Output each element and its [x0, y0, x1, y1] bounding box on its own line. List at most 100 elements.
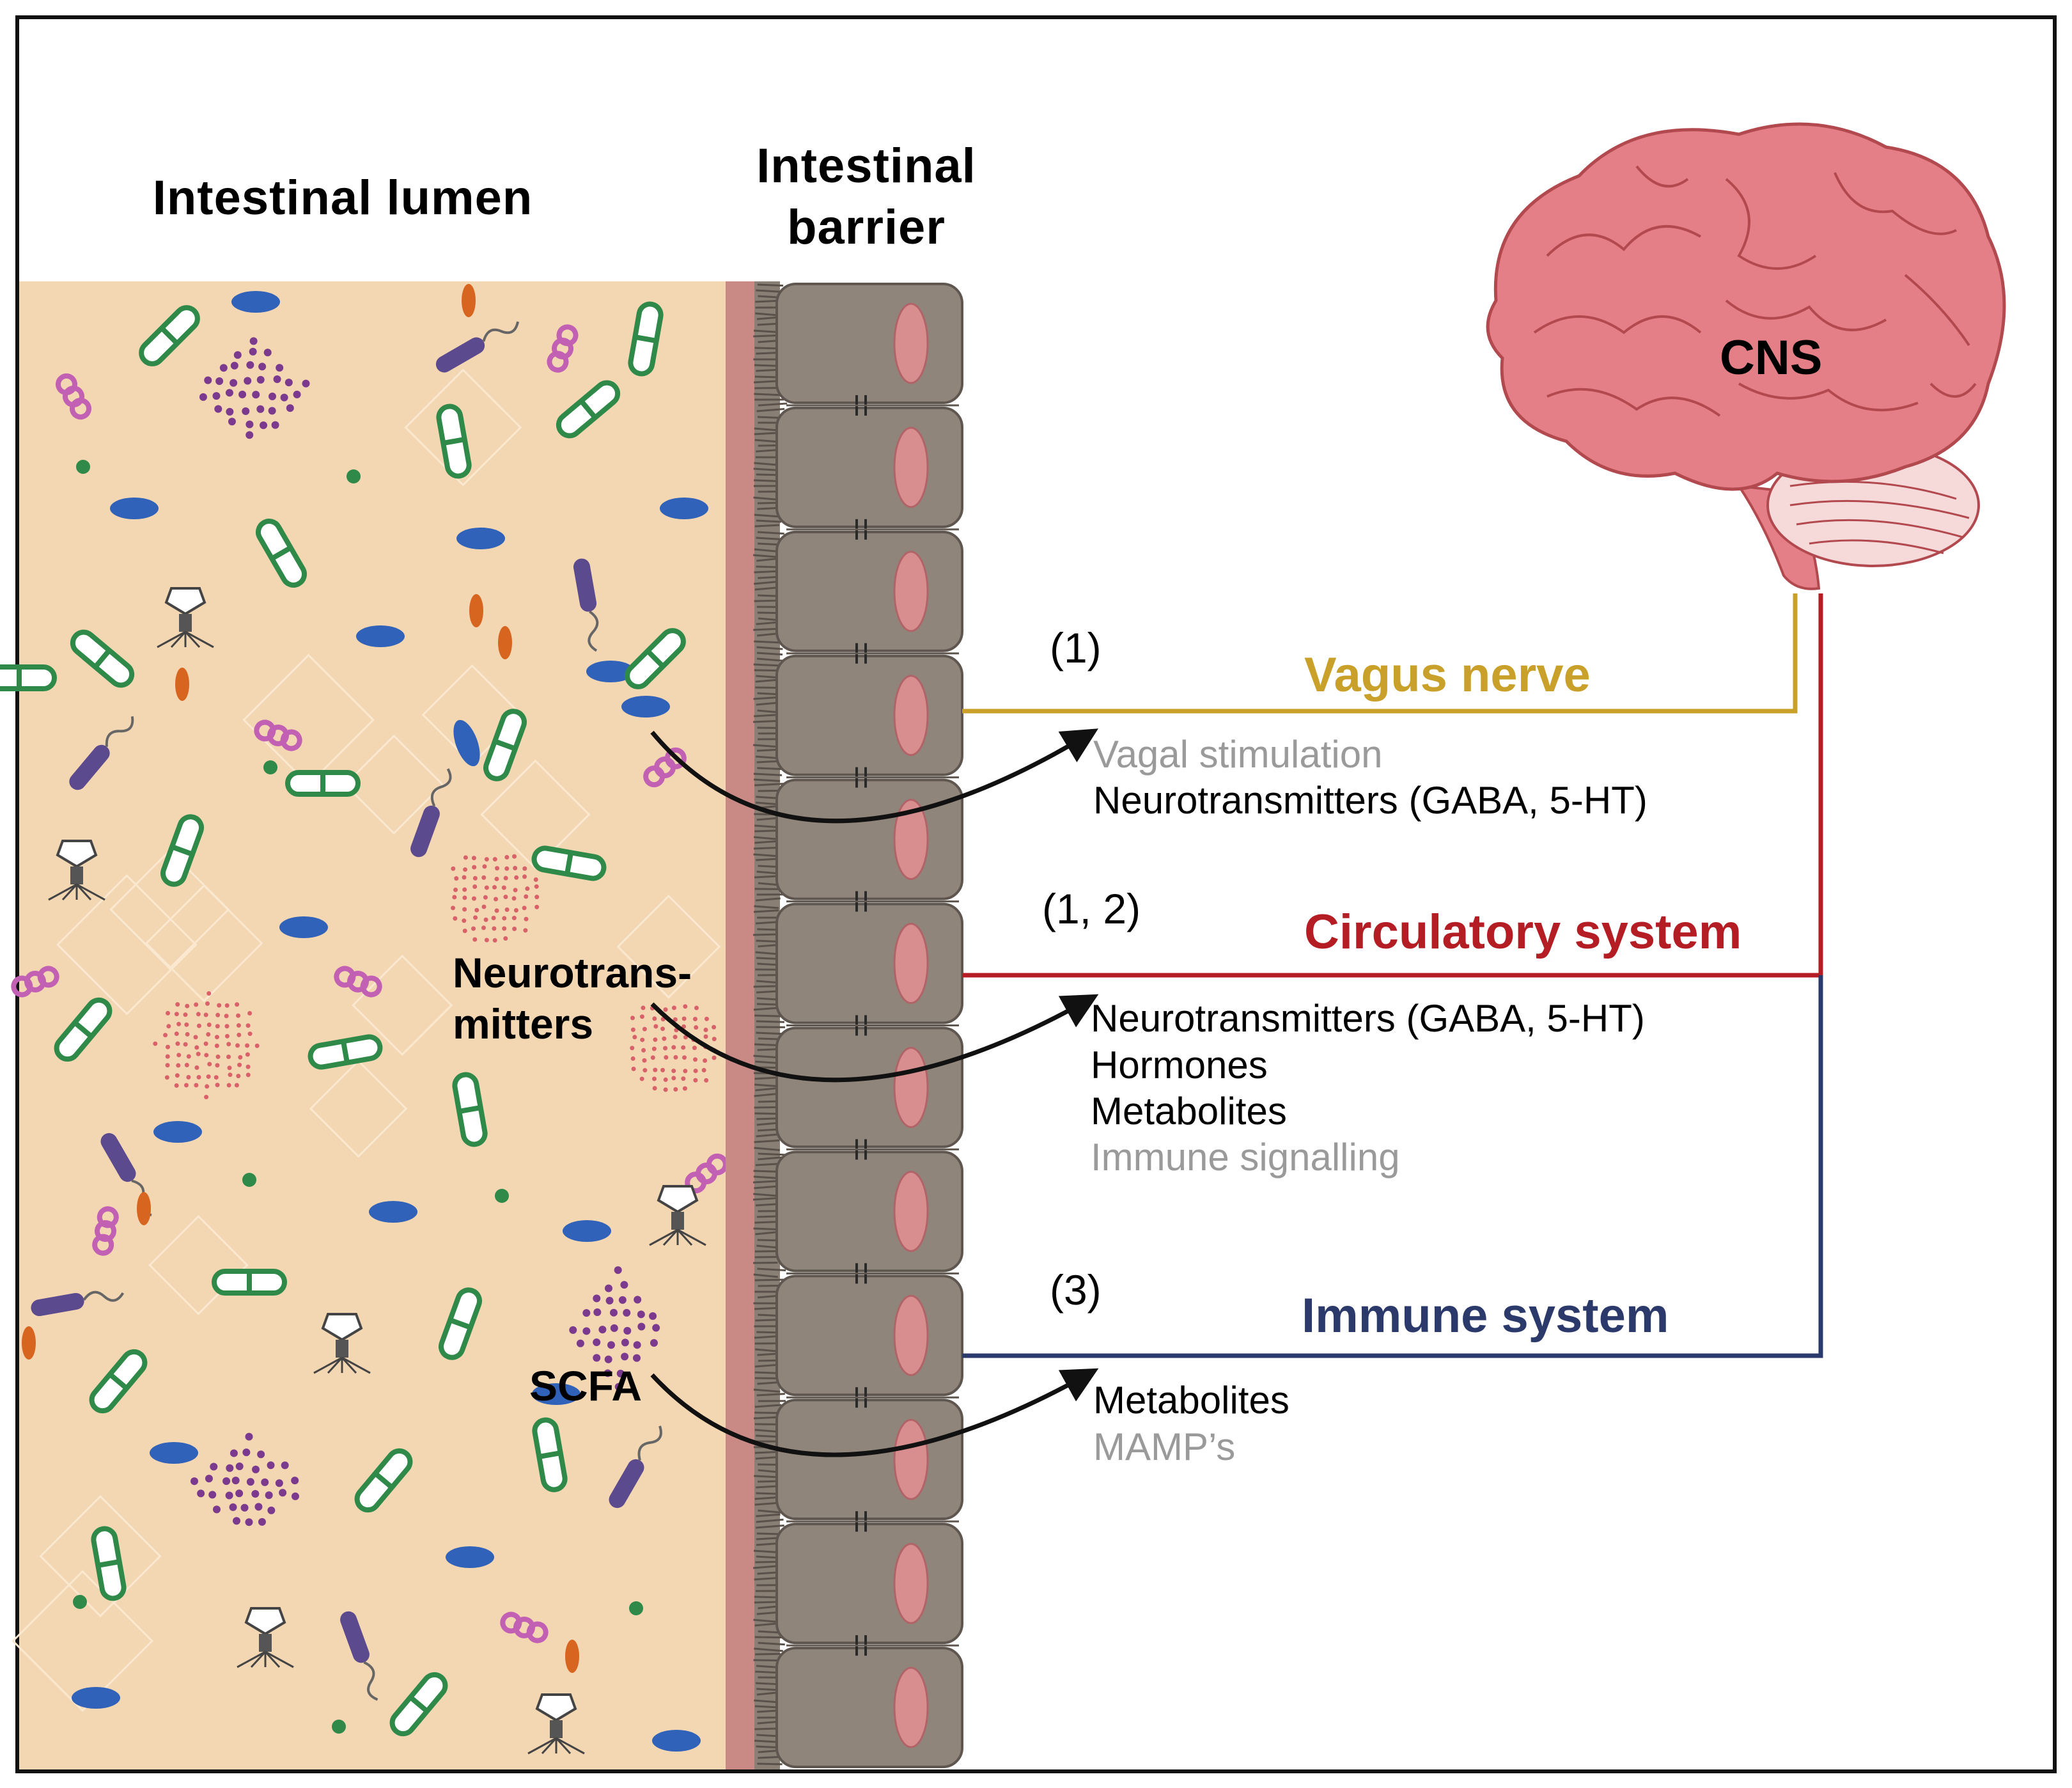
- purple-bacillus: [340, 1611, 378, 1701]
- green-rod-bacterium: [436, 404, 472, 479]
- brain-gyri: [1533, 165, 1977, 417]
- microvillus: [753, 1193, 779, 1197]
- green-rod-bacterium: [308, 1034, 383, 1070]
- texture-diamond: [56, 874, 198, 1016]
- pink-chain-bacterium: [547, 324, 579, 373]
- microvillus: [753, 909, 779, 913]
- neurotransmitter-dot-cluster: [153, 991, 260, 1100]
- bacteriophage: [649, 1185, 706, 1246]
- microvillus: [754, 1139, 779, 1143]
- green-rod-bacterium: [54, 997, 113, 1062]
- microvillus: [754, 640, 783, 644]
- bacteriophage: [48, 840, 105, 901]
- gut-microbiota: [0, 284, 728, 1755]
- neurotransmitter-dot-cluster: [451, 854, 540, 943]
- scfa-dot-cluster: [191, 1432, 299, 1526]
- circulatory-system-title: Circulatory system: [1304, 905, 1742, 959]
- cns-label: CNS: [1720, 331, 1823, 385]
- blue-bacterium: [621, 696, 670, 718]
- cell-nucleus: [893, 1666, 929, 1748]
- green-rod-bacterium: [532, 1417, 568, 1493]
- green-coccus: [76, 460, 90, 474]
- green-coccus: [629, 1601, 643, 1615]
- microvillus: [753, 663, 782, 667]
- pink-chain-bacterium: [254, 719, 302, 751]
- microvillus: [754, 514, 781, 518]
- texture-diamond: [39, 1494, 162, 1618]
- circulatory-item-immune-signalling: Immune signalling: [1091, 1136, 1400, 1179]
- blue-bacterium: [279, 916, 328, 938]
- microvillus: [753, 1007, 779, 1011]
- orange-bacterium: [137, 1192, 151, 1225]
- brain-illustration: [1486, 122, 2006, 590]
- blue-bacterium: [110, 498, 159, 519]
- microvillus: [754, 840, 780, 844]
- blue-bacterium: [72, 1687, 120, 1709]
- texture-diamond: [12, 1570, 153, 1712]
- vagus-item-vagal-stimulation: Vagal stimulation: [1093, 733, 1383, 776]
- orange-bacterium: [565, 1640, 579, 1673]
- pink-chain-bacterium: [11, 966, 59, 998]
- microvillus: [754, 427, 779, 432]
- ref-circulatory: (1, 2): [1042, 885, 1141, 932]
- green-rod-bacterium: [452, 1072, 488, 1147]
- blue-bacterium: [563, 1220, 611, 1242]
- texture-diamond: [148, 1214, 249, 1315]
- epithelial-cell: [775, 1274, 963, 1397]
- epithelial-cells: [775, 283, 963, 1768]
- microvillus: [756, 657, 786, 663]
- intestinal-barrier-header-line1: Intestinal: [756, 139, 976, 193]
- microvillus: [754, 778, 781, 782]
- cell-nucleus: [893, 1542, 929, 1624]
- blue-bacterium: [153, 1121, 202, 1143]
- cell-nucleus: [893, 1170, 929, 1252]
- blue-bacterium: [586, 661, 635, 682]
- texture-diamond: [144, 884, 263, 1003]
- intestinal-barrier: [726, 281, 963, 1769]
- microvillus: [756, 1524, 784, 1529]
- microvillus: [754, 1404, 782, 1408]
- microvillus: [753, 853, 779, 858]
- purple-bacillus: [573, 558, 599, 652]
- epithelial-cell: [775, 1523, 963, 1645]
- immune-line: [962, 975, 1823, 1358]
- blue-bacterium: [652, 1730, 701, 1752]
- purple-bacillus: [69, 716, 134, 790]
- green-rod-bacterium: [285, 770, 361, 797]
- ref-immune: (3): [1050, 1266, 1102, 1314]
- orange-bacterium: [462, 284, 476, 317]
- pink-chain-bacterium: [334, 966, 382, 998]
- blue-bacterium: [231, 291, 280, 313]
- orange-bacterium: [22, 1326, 36, 1360]
- bacteriophage: [157, 587, 214, 648]
- epithelial-cell: [775, 1647, 963, 1768]
- microvillus: [753, 554, 780, 558]
- texture-diamond: [343, 734, 444, 835]
- green-rod-bacterium: [256, 519, 307, 588]
- microvillus: [753, 1388, 781, 1393]
- channel-lines: [962, 593, 1823, 1358]
- scfa-label: SCFA: [529, 1362, 643, 1409]
- circulatory-item-neurotransmitters: Neurotransmitters (GABA, 5-HT): [1091, 997, 1645, 1040]
- cell-nucleus: [893, 1294, 929, 1376]
- orange-bacterium: [498, 626, 512, 659]
- purple-bacillus: [609, 1425, 662, 1509]
- microvillus: [754, 1106, 780, 1109]
- neurotransmitters-label-line2: mitters: [453, 1000, 594, 1047]
- green-coccus: [332, 1720, 346, 1734]
- bacteriophage: [527, 1693, 585, 1755]
- microvillus: [756, 519, 782, 523]
- ref-vagus: (1): [1050, 624, 1102, 671]
- microvillus: [756, 289, 781, 293]
- microvillus: [753, 847, 779, 850]
- microvillus: [757, 1267, 786, 1271]
- microvillus: [755, 897, 781, 902]
- microvillus: [756, 1020, 784, 1023]
- microvillus: [754, 1739, 780, 1743]
- green-rod-bacterium: [89, 1349, 148, 1414]
- green-rod-bacterium: [531, 845, 607, 881]
- orange-bacterium: [175, 668, 189, 701]
- microvillus: [753, 772, 783, 776]
- scfa-dot-cluster: [569, 1266, 660, 1391]
